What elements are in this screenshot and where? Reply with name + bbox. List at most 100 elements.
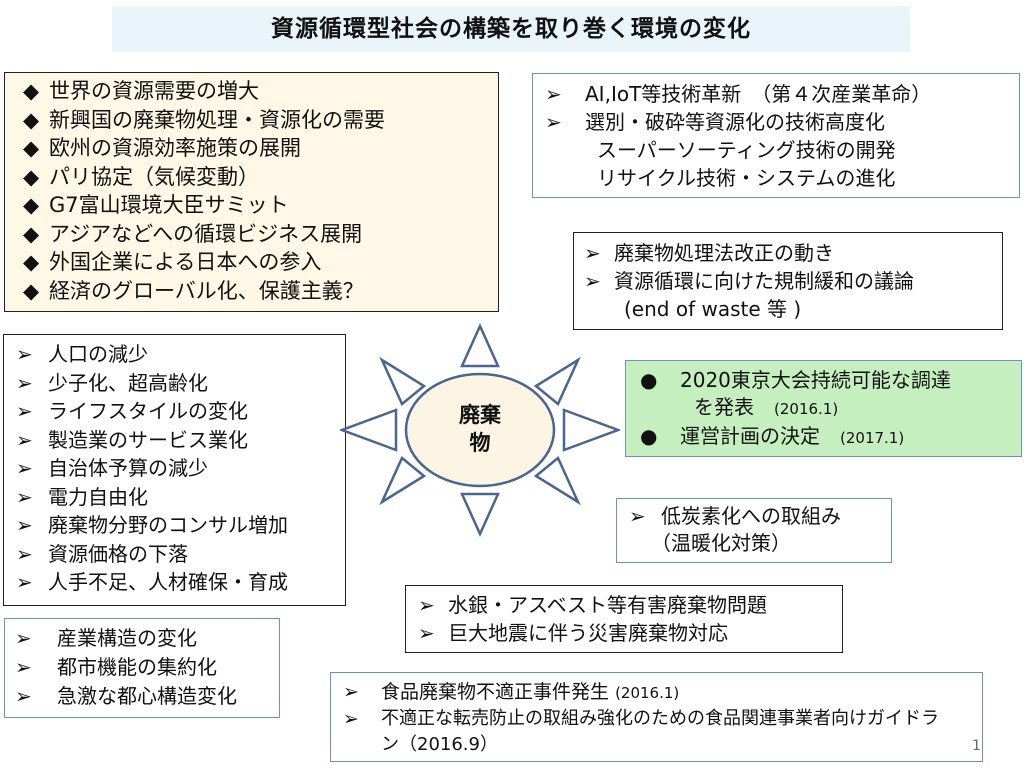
regulation-box: ➢廃棄物処理法改正の動き ➢資源循環に向けた規制緩和の議論 (end of wa…: [573, 232, 1003, 330]
arrow-bullet-icon: ➢: [584, 269, 601, 293]
food-waste-box: ➢食品廃棄物不適正事件発生 (2016.1) ➢不適正な転売防止の取組み強化のた…: [330, 672, 983, 762]
ray-right: [562, 408, 620, 452]
ray-bottom-left: [379, 456, 427, 506]
list-item: ●運営計画の決定 (2017.1): [640, 424, 905, 448]
list-item: ◆世界の資源需要の増大: [23, 77, 498, 106]
arrow-bullet-icon: ➢: [545, 110, 562, 134]
list-item: ◆パリ協定（気候変動）: [23, 163, 498, 192]
list-item: ➢AI,IoT等技術革新 （第４次産業革命）: [545, 82, 932, 106]
diamond-bullet-icon: ◆: [23, 193, 40, 217]
list-item: ◆外国企業による日本への参入: [23, 248, 498, 277]
arrow-bullet-icon: ➢: [545, 82, 562, 106]
diamond-bullet-icon: ◆: [23, 107, 40, 132]
urban-structure-list: ➢産業構造の変化 ➢都市機能の集約化 ➢急激な都心構造変化: [15, 624, 279, 711]
list-item: ➢電力自由化: [16, 483, 345, 512]
diamond-bullet-icon: ◆: [23, 221, 40, 246]
sub-item: リサイクル技術・システムの進化: [597, 166, 896, 190]
tokyo2020-list: ●2020東京大会持続可能な調達: [640, 367, 1021, 394]
list-item: ◆新興国の廃棄物処理・資源化の需要: [23, 106, 498, 135]
regulation-list: ➢廃棄物処理法改正の動き ➢資源循環に向けた規制緩和の議論: [584, 239, 1002, 295]
sub-item: （温暖化対策）: [651, 531, 791, 555]
global-factors-list: ◆世界の資源需要の増大 ◆新興国の廃棄物処理・資源化の需要 ◆欧州の資源効率施策…: [23, 77, 498, 305]
date-label: (2016.1): [615, 684, 680, 702]
arrow-bullet-icon: ➢: [16, 541, 33, 566]
page-title: 資源循環型社会の構築を取り巻く環境の変化: [112, 6, 910, 52]
list-item: ➢廃棄物処理法改正の動き: [584, 241, 834, 265]
date-label: (2017.1): [840, 429, 905, 447]
list-item: ➢廃棄物分野のコンサル増加: [16, 511, 345, 540]
arrow-bullet-icon: ➢: [15, 626, 32, 650]
list-item: ➢産業構造の変化: [15, 624, 279, 653]
list-item: ➢水銀・アスベスト等有害廃棄物問題: [418, 593, 767, 617]
center-label-line1: 廃棄: [459, 403, 502, 427]
waste-sun-diagram: 廃棄 物: [340, 322, 620, 538]
arrow-bullet-icon: ➢: [16, 456, 33, 480]
ray-bottom-right: [533, 456, 581, 506]
list-item: ➢低炭素化への取組み: [629, 504, 841, 528]
diamond-bullet-icon: ◆: [23, 278, 40, 303]
arrow-bullet-icon: ➢: [16, 427, 33, 452]
arrow-bullet-icon: ➢: [584, 241, 601, 265]
waste-center-circle: [404, 372, 556, 488]
list-item: ➢資源価格の下落: [16, 540, 345, 569]
arrow-bullet-icon: ➢: [16, 399, 33, 423]
arrow-bullet-icon: ➢: [16, 570, 33, 594]
list-item: ➢巨大地震に伴う災害廃棄物対応: [418, 621, 728, 645]
arrow-bullet-icon: ➢: [16, 484, 33, 509]
ray-bottom: [460, 492, 500, 538]
arrow-bullet-icon: ➢: [16, 513, 33, 537]
circle-bullet-icon: ●: [640, 368, 658, 392]
tokyo2020-box: ●2020東京大会持続可能な調達 を発表 (2016.1) ●運営計画の決定 (…: [625, 360, 1022, 457]
arrow-bullet-icon: ➢: [629, 504, 646, 528]
sub-item: を発表 (2016.1): [694, 395, 839, 419]
date-label: (2016.1): [774, 400, 839, 418]
technology-list: ➢AI,IoT等技術革新 （第４次産業革命） ➢選別・破砕等資源化の技術高度化: [545, 80, 1019, 136]
list-item: ◆アジアなどへの循環ビジネス展開: [23, 220, 498, 249]
list-item: ➢少子化、超高齢化: [16, 369, 345, 398]
list-item: ➢急激な都心構造変化: [15, 682, 279, 711]
ray-top-right: [533, 356, 581, 406]
list-item: ◆経済のグローバル化、保護主義？: [23, 277, 498, 306]
list-item: ➢都市機能の集約化: [15, 653, 279, 682]
list-item: ➢人口の減少: [16, 340, 345, 369]
society-factors-list: ➢人口の減少 ➢少子化、超高齢化 ➢ライフスタイルの変化 ➢製造業のサービス業化…: [16, 340, 345, 597]
low-carbon-box: ➢低炭素化への取組み （温暖化対策）: [616, 498, 892, 563]
technology-box: ➢AI,IoT等技術革新 （第４次産業革命） ➢選別・破砕等資源化の技術高度化 …: [532, 73, 1020, 198]
list-item: ➢自治体予算の減少: [16, 454, 345, 483]
list-item: ➢選別・破砕等資源化の技術高度化: [545, 110, 885, 134]
diamond-bullet-icon: ◆: [23, 164, 40, 189]
sub-item: スーパーソーティング技術の開発: [597, 138, 896, 162]
diamond-bullet-icon: ◆: [23, 136, 40, 160]
list-item: ➢食品廃棄物不適正事件発生 (2016.1): [343, 681, 680, 703]
arrow-bullet-icon: ➢: [16, 342, 33, 366]
arrow-bullet-icon: ➢: [15, 655, 32, 679]
hazardous-waste-box: ➢水銀・アスベスト等有害廃棄物問題 ➢巨大地震に伴う災害廃棄物対応: [405, 585, 843, 653]
diamond-bullet-icon: ◆: [23, 79, 40, 103]
tokyo2020-list-2: ●運営計画の決定 (2017.1): [640, 423, 1021, 452]
society-factors-box: ➢人口の減少 ➢少子化、超高齢化 ➢ライフスタイルの変化 ➢製造業のサービス業化…: [3, 334, 346, 606]
arrow-bullet-icon: ➢: [343, 681, 359, 703]
arrow-bullet-icon: ➢: [418, 621, 435, 645]
diamond-bullet-icon: ◆: [23, 250, 40, 274]
ray-top: [460, 322, 500, 368]
list-item: ➢ライフスタイルの変化: [16, 397, 345, 426]
arrow-bullet-icon: ➢: [343, 708, 359, 730]
circle-bullet-icon: ●: [640, 424, 658, 448]
page-number: 1: [972, 738, 981, 754]
arrow-bullet-icon: ➢: [16, 370, 33, 395]
food-waste-list: ➢食品廃棄物不適正事件発生 (2016.1) ➢不適正な転売防止の取組み強化のた…: [343, 679, 982, 758]
sub-item: (end of waste 等 ): [624, 297, 802, 321]
list-item: ➢不適正な転売防止の取組み強化のための食品関連事業者向けガイドラン（2016.9…: [343, 708, 939, 755]
global-factors-box: ◆世界の資源需要の増大 ◆新興国の廃棄物処理・資源化の需要 ◆欧州の資源効率施策…: [4, 72, 499, 312]
arrow-bullet-icon: ➢: [15, 684, 32, 708]
list-item: ●2020東京大会持続可能な調達: [640, 368, 951, 392]
low-carbon-list: ➢低炭素化への取組み: [629, 503, 891, 530]
ray-left: [340, 408, 398, 452]
arrow-bullet-icon: ➢: [418, 593, 435, 617]
list-item: ➢資源循環に向けた規制緩和の議論: [584, 269, 914, 293]
ray-top-left: [379, 356, 427, 406]
list-item: ◆欧州の資源効率施策の展開: [23, 134, 498, 163]
center-label-line2: 物: [470, 431, 491, 455]
urban-structure-box: ➢産業構造の変化 ➢都市機能の集約化 ➢急激な都心構造変化: [4, 618, 280, 718]
list-item: ◆G7富山環境大臣サミット: [23, 191, 498, 220]
